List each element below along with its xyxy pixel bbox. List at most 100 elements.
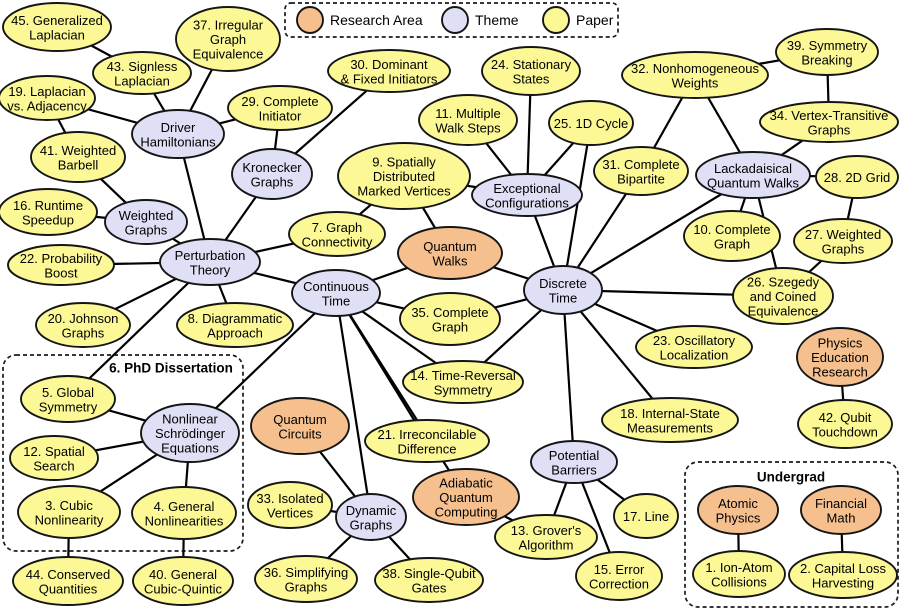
node-p7-shape	[288, 211, 386, 257]
legend-label-research_area: Research Area	[330, 12, 423, 28]
node-p34-shape	[759, 101, 899, 143]
node-p28: 28. 2D Grid	[815, 155, 899, 199]
group-box-label-phd-dissertation: 6. PhD Dissertation	[109, 361, 233, 376]
node-p23-shape	[635, 325, 753, 369]
node-p31-shape	[593, 146, 689, 196]
node-p4-shape	[131, 486, 237, 540]
node-p36-shape	[254, 555, 358, 603]
node-p43-shape	[92, 51, 192, 95]
edge-ct-aqc	[335, 292, 467, 498]
node-qw-shape	[397, 226, 503, 280]
node-p25: 25. 1D Cycle	[548, 100, 634, 146]
node-p17: 17. Line	[613, 493, 679, 539]
edge-dt-pb	[561, 289, 576, 463]
node-p5-shape	[20, 375, 116, 423]
node-exc-shape	[471, 173, 583, 217]
node-kg-shape	[231, 148, 313, 200]
node-qc-shape	[250, 397, 350, 455]
group-box-phd-dissertation	[2, 354, 244, 552]
node-p1-shape	[692, 550, 786, 598]
edge-dt-p25	[561, 122, 593, 291]
node-dh-shape	[131, 109, 225, 159]
node-dt-shape	[523, 265, 603, 315]
node-p9-shape	[337, 142, 471, 210]
node-p27-shape	[793, 218, 893, 264]
node-p16-shape	[0, 188, 98, 236]
node-p22-shape	[7, 244, 115, 286]
node-p30-label: 30. Dominant& Fixed Initiators	[341, 56, 438, 86]
node-p33-shape	[247, 481, 333, 529]
node-p28-label: 28. 2D Grid	[824, 170, 890, 185]
edge-pt-p5	[67, 261, 211, 400]
node-p25-label: 25. 1D Cycle	[554, 116, 628, 131]
node-dg-shape	[335, 493, 407, 541]
node-p38-shape	[374, 557, 484, 603]
node-aqc-shape	[412, 468, 520, 526]
node-p13-shape	[494, 514, 598, 560]
node-p18-shape	[601, 397, 739, 443]
node-p15-shape	[575, 551, 663, 601]
edge-ct-dg	[334, 292, 373, 518]
